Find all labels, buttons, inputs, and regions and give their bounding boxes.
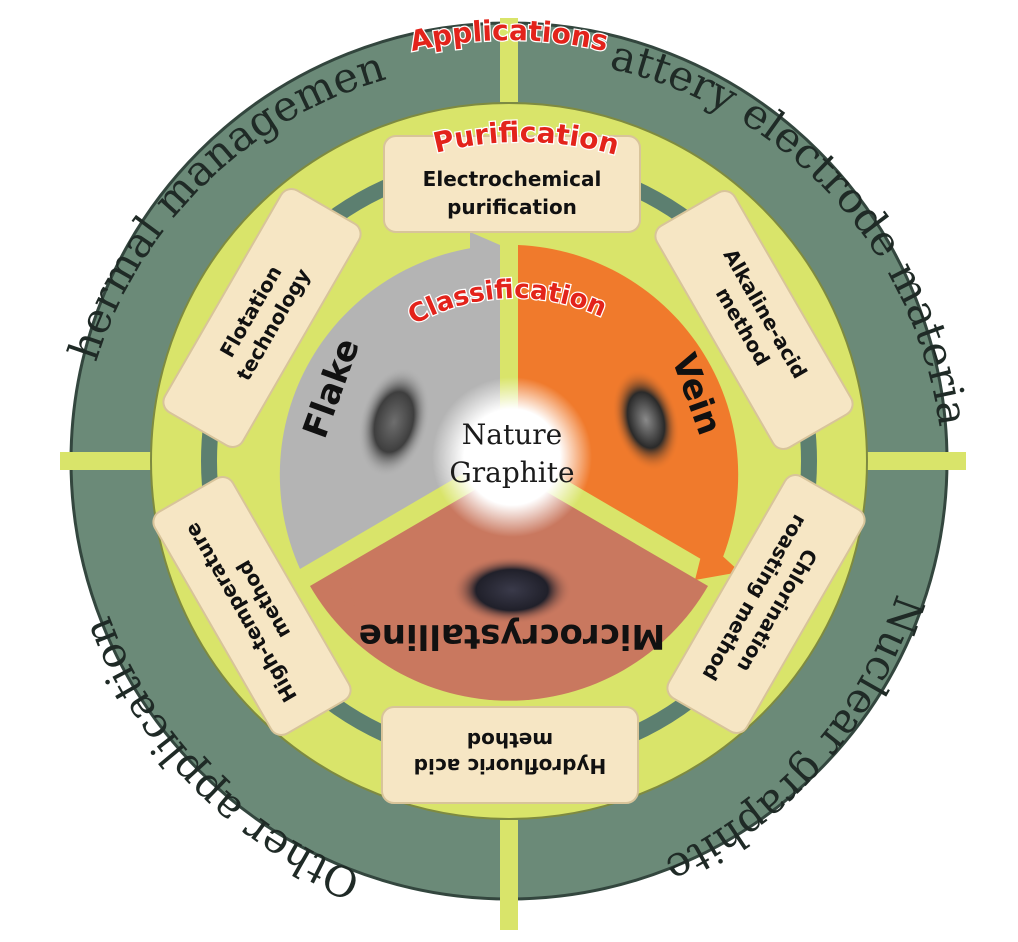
microcrystalline-sample-image	[452, 556, 572, 624]
card-hydrofluoric: Hydrofluoric acid method	[381, 706, 639, 804]
divider-left	[60, 452, 152, 470]
card-hydrofluoric-line2: method	[467, 728, 553, 752]
card-electrochemical: Electrochemical purification	[383, 135, 641, 233]
center-line-1: Nature	[462, 418, 562, 451]
flake-arrow-head	[470, 232, 500, 262]
microcrystalline-label: Microcrystalline	[359, 616, 666, 656]
flake-sample-image	[358, 367, 430, 477]
vein-sample-image	[612, 369, 680, 471]
center-line-2: Graphite	[449, 456, 574, 489]
card-hydrofluoric-line1: Hydrofluoric acid	[414, 754, 607, 778]
card-alkaline: Alkaline-acid method	[654, 190, 854, 450]
divider-bottom	[500, 820, 518, 930]
divider-right	[866, 452, 966, 470]
center-circle	[432, 377, 592, 537]
card-electrochemical-line2: purification	[447, 195, 577, 219]
vein-arrow-head	[695, 540, 740, 580]
microcrystalline-arrow-head	[322, 572, 355, 606]
divider-top	[500, 18, 518, 102]
card-electrochemical-line1: Electrochemical	[423, 167, 602, 191]
